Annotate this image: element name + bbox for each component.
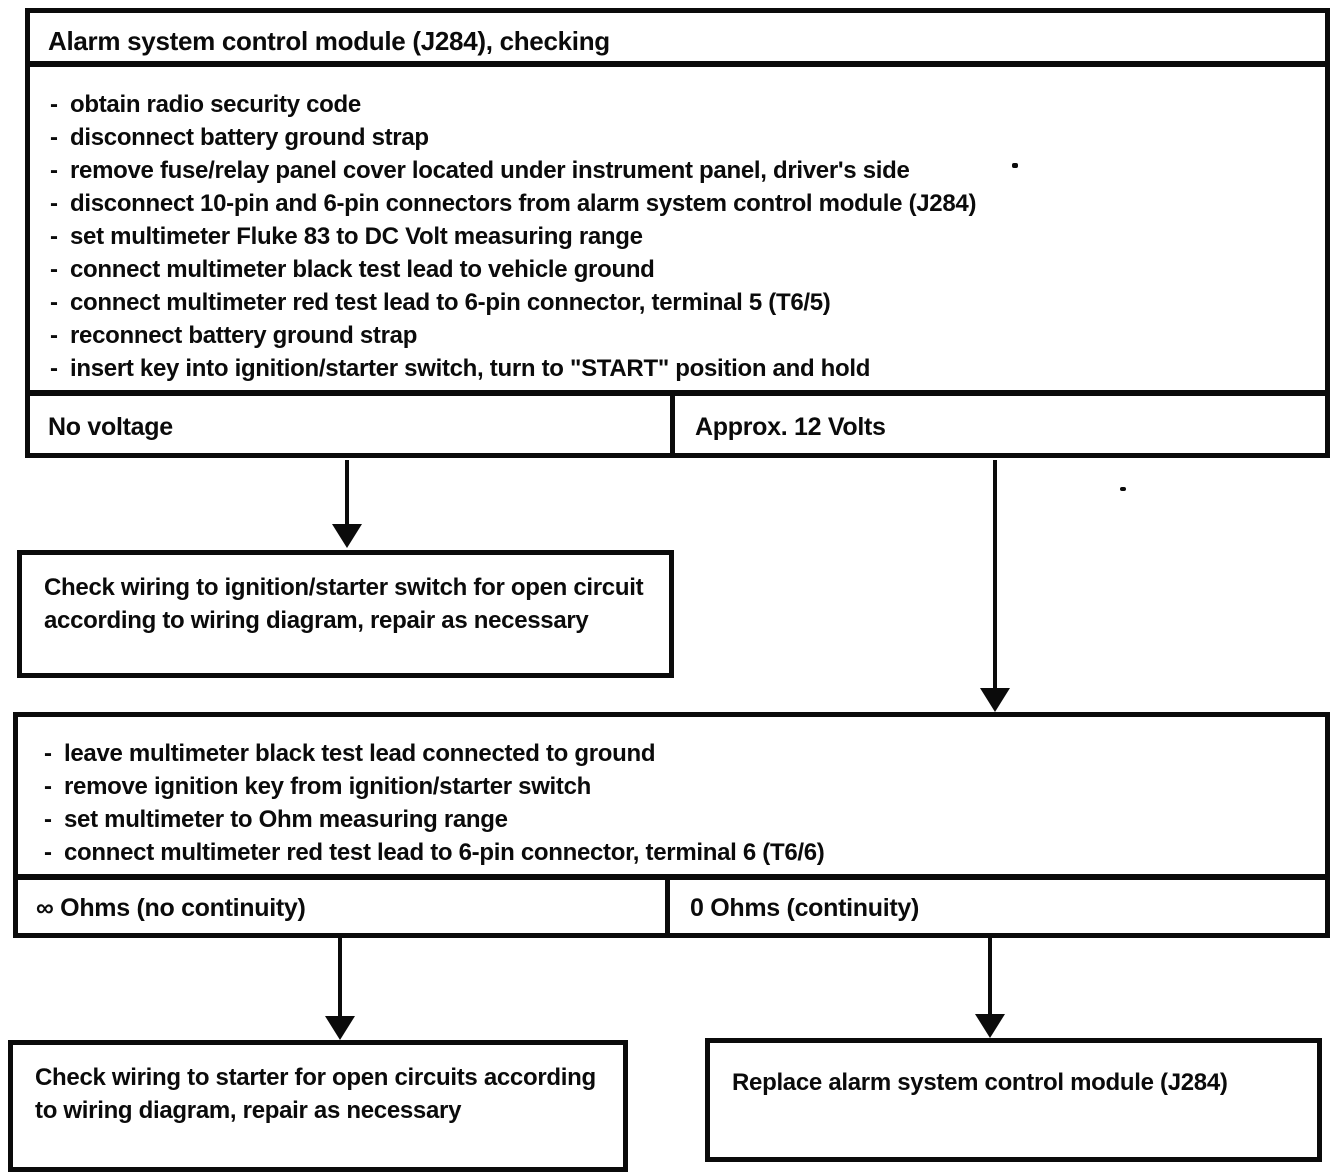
instruction-item: -connect multimeter black test lead to v… (50, 253, 1325, 286)
scan-speck (1120, 487, 1126, 491)
arrow-shaft (345, 460, 349, 524)
instruction-item: -remove fuse/relay panel cover located u… (50, 154, 1325, 187)
outcome-zero-ohms: 0 Ohms (continuity) (665, 875, 1330, 938)
list-dash-marker: - (44, 740, 52, 767)
scan-speck (1012, 163, 1018, 168)
flow-arrow-no-voltage (332, 460, 362, 548)
list-dash-marker: - (50, 157, 58, 184)
step1-instruction-list: -obtain radio security code -disconnect … (25, 62, 1330, 395)
instruction-text: set multimeter Fluke 83 to DC Volt measu… (70, 223, 643, 250)
arrow-shaft (988, 938, 992, 1014)
action-check-starter-wiring: Check wiring to starter for open circuit… (8, 1040, 628, 1172)
list-dash-marker: - (50, 91, 58, 118)
instruction-text: remove fuse/relay panel cover located un… (70, 157, 910, 184)
instruction-text: obtain radio security code (70, 91, 361, 118)
list-dash-marker: - (50, 355, 58, 382)
instruction-item: -leave multimeter black test lead connec… (44, 737, 1325, 770)
flow-arrow-no-continuity (325, 938, 355, 1040)
list-dash-marker: - (50, 256, 58, 283)
instruction-item: -set multimeter Fluke 83 to DC Volt meas… (50, 220, 1325, 253)
flowchart-title: Alarm system control module (J284), chec… (25, 8, 1330, 66)
instruction-text: connect multimeter red test lead to 6-pi… (64, 839, 825, 866)
list-dash-marker: - (50, 124, 58, 151)
instruction-item: -disconnect battery ground strap (50, 121, 1325, 154)
list-dash-marker: - (50, 322, 58, 349)
arrow-head-icon (975, 1014, 1005, 1038)
instruction-text: insert key into ignition/starter switch,… (70, 355, 871, 382)
outcome-infinite-ohms: ∞ Ohms (no continuity) (13, 875, 670, 938)
instruction-text: connect multimeter black test lead to ve… (70, 256, 655, 283)
instruction-item: -reconnect battery ground strap (50, 319, 1325, 352)
instruction-text: reconnect battery ground strap (70, 322, 418, 349)
instruction-item: -remove ignition key from ignition/start… (44, 770, 1325, 803)
instruction-item: -obtain radio security code (50, 88, 1325, 121)
list-dash-marker: - (44, 773, 52, 800)
list-dash-marker: - (50, 190, 58, 217)
instruction-item: -set multimeter to Ohm measuring range (44, 803, 1325, 836)
list-dash-marker: - (50, 289, 58, 316)
instruction-text: leave multimeter black test lead connect… (64, 740, 656, 767)
instruction-item: -connect multimeter red test lead to 6-p… (50, 286, 1325, 319)
instruction-text: connect multimeter red test lead to 6-pi… (70, 289, 831, 316)
arrow-shaft (993, 460, 997, 688)
flow-arrow-approx-12-volts (980, 460, 1010, 712)
action-check-ignition-starter-wiring: Check wiring to ignition/starter switch … (17, 550, 674, 678)
arrow-head-icon (332, 524, 362, 548)
instruction-text: remove ignition key from ignition/starte… (64, 773, 592, 800)
instruction-text: disconnect 10-pin and 6-pin connectors f… (70, 190, 977, 217)
instruction-text: set multimeter to Ohm measuring range (64, 806, 508, 833)
action-replace-control-module: Replace alarm system control module (J28… (705, 1038, 1322, 1162)
arrow-head-icon (980, 688, 1010, 712)
outcome-approx-12-volts: Approx. 12 Volts (670, 391, 1330, 458)
arrow-shaft (338, 938, 342, 1016)
instruction-item: -connect multimeter red test lead to 6-p… (44, 836, 1325, 869)
instruction-item: -insert key into ignition/starter switch… (50, 352, 1325, 385)
instruction-text: disconnect battery ground strap (70, 124, 429, 151)
flow-arrow-continuity (975, 938, 1005, 1038)
step2-instruction-list: -leave multimeter black test lead connec… (13, 712, 1330, 879)
list-dash-marker: - (44, 839, 52, 866)
list-dash-marker: - (50, 223, 58, 250)
arrow-head-icon (325, 1016, 355, 1040)
instruction-item: -disconnect 10-pin and 6-pin connectors … (50, 187, 1325, 220)
outcome-no-voltage: No voltage (25, 391, 675, 458)
list-dash-marker: - (44, 806, 52, 833)
